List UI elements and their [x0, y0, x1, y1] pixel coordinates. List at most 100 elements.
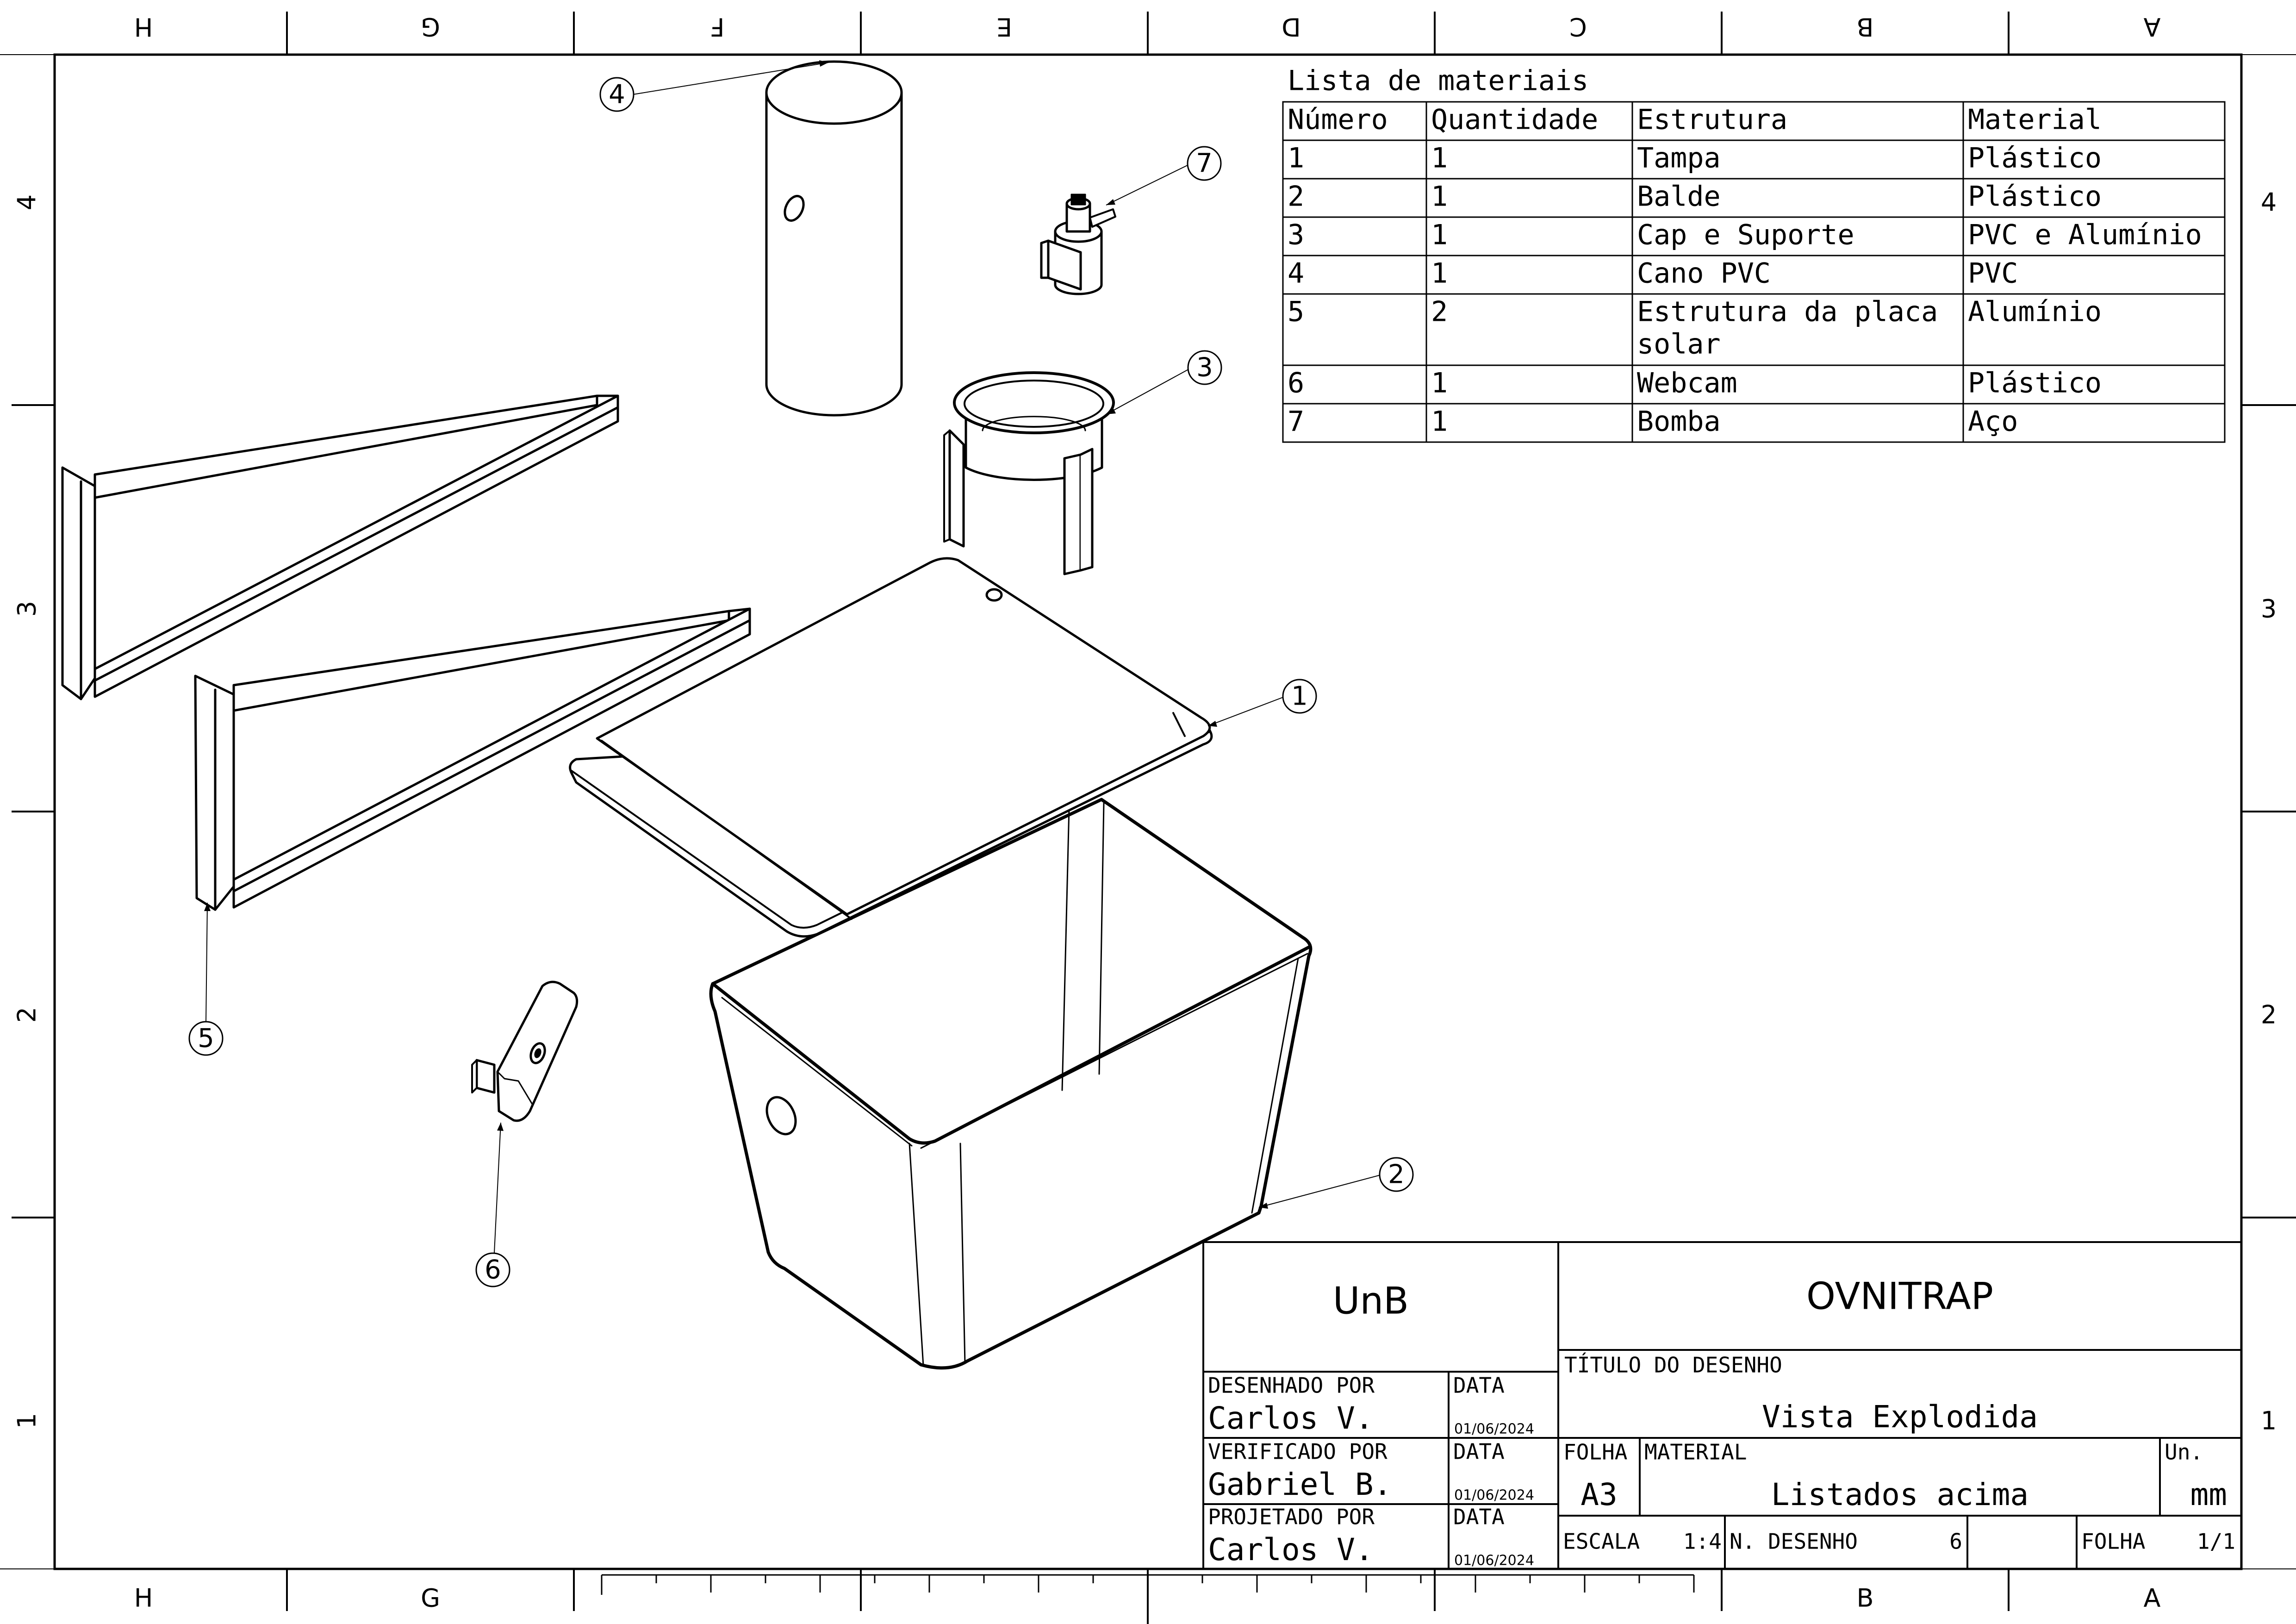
- bom-row: 3 1 Cap e Suporte PVC e Alumínio: [1288, 219, 2202, 251]
- bom-row: 1 1 Tampa Plástico: [1288, 142, 2102, 175]
- balloon-4-label: 4: [609, 80, 625, 110]
- bom-row-1-numero: 1: [1288, 142, 1304, 175]
- zone-top-G: G: [421, 12, 440, 42]
- designed-date: 01/06/2024: [1454, 1553, 1534, 1569]
- project-name: OVNITRAP: [1806, 1275, 1993, 1318]
- bom-row-3-estrutura: Cap e Suporte: [1637, 219, 1854, 251]
- bom-row-2-estrutura: Balde: [1637, 181, 1721, 213]
- scale-value: 1:4: [1683, 1529, 1722, 1554]
- bom-row-1-estrutura: Tampa: [1637, 142, 1721, 175]
- zone-top-D: D: [1282, 12, 1301, 42]
- zone-left-2: 2: [12, 1007, 42, 1023]
- zone-left-3: 3: [12, 601, 42, 617]
- bom-title: Lista de materiais: [1288, 65, 1588, 97]
- bom-row-7-material: Aço: [1968, 406, 2018, 438]
- balloon-6-label: 6: [485, 1255, 501, 1285]
- part-lid: [569, 557, 1213, 938]
- bom-row: 7 1 Bomba Aço: [1288, 406, 2018, 438]
- bom-row-4-quantidade: 1: [1431, 257, 1448, 290]
- zone-top-H: H: [134, 12, 153, 42]
- drawn-by-name: Carlos V.: [1208, 1400, 1374, 1436]
- bom-table: Lista de materiais Número Quantidade Est…: [1282, 65, 2226, 443]
- part-pvc-pipe: [765, 60, 903, 417]
- bom-row-2-quantidade: 1: [1431, 181, 1448, 213]
- sheet-size: A3: [1580, 1477, 1617, 1512]
- bom-row: 4 1 Cano PVC PVC: [1288, 257, 2018, 290]
- checked-by-label: VERIFICADO POR: [1208, 1439, 1388, 1464]
- bom-row-4-material: PVC: [1968, 257, 2018, 290]
- unit-value: mm: [2190, 1477, 2227, 1512]
- checked-date: 01/06/2024: [1454, 1487, 1534, 1504]
- zone-right-1: 1: [2261, 1406, 2277, 1436]
- bom-row-3-material: PVC e Alumínio: [1968, 219, 2202, 251]
- drawing-title: Vista Explodida: [1762, 1399, 2038, 1435]
- bom-row-7-estrutura: Bomba: [1637, 406, 1721, 438]
- balloon-6: 6: [475, 1252, 510, 1287]
- zone-top-E: E: [996, 12, 1012, 42]
- zone-left-1: 1: [12, 1413, 42, 1429]
- bom-row-7-numero: 7: [1288, 406, 1304, 438]
- zone-top-F: F: [710, 12, 724, 42]
- zone-bottom-H: H: [134, 1584, 153, 1613]
- balloon-arrowheads: [204, 60, 1268, 1209]
- balloon-5-label: 5: [198, 1024, 214, 1054]
- zone-right-2: 2: [2261, 1000, 2277, 1030]
- zone-bottom-G: G: [421, 1584, 440, 1613]
- balloon-1-label: 1: [1291, 681, 1308, 712]
- balloon-7: 7: [1187, 146, 1222, 181]
- bom-row-6-quantidade: 1: [1431, 367, 1448, 400]
- zone-labels: H G F E D C B A H G B A 4 3 2 1 4 3 2 1: [12, 12, 2277, 1613]
- material-label: MATERIAL: [1644, 1440, 1747, 1465]
- drawn-date: 01/06/2024: [1454, 1421, 1534, 1437]
- drawing-number-label: N. DESENHO: [1730, 1529, 1858, 1554]
- designed-by-name: Carlos V.: [1208, 1532, 1374, 1568]
- checked-by-name: Gabriel B.: [1208, 1467, 1392, 1502]
- zone-bottom-B: B: [1856, 1584, 1873, 1613]
- zone-top-B: B: [1856, 12, 1873, 42]
- bom-header-numero: Número: [1288, 104, 1388, 136]
- bom-row-6-material: Plástico: [1968, 367, 2102, 400]
- balloon-leaders: [205, 62, 1383, 1253]
- zone-top-C: C: [1569, 12, 1587, 42]
- bom-header-estrutura: Estrutura: [1637, 104, 1787, 136]
- bom-row-5-estrutura-line-1: Estrutura da placa: [1637, 296, 1938, 328]
- zone-right-3: 3: [2261, 594, 2277, 624]
- sheet-size-label: FOLHA: [1563, 1440, 1627, 1465]
- bom-row: 6 1 Webcam Plástico: [1288, 367, 2102, 400]
- bom-row-3-numero: 3: [1288, 219, 1304, 251]
- zone-top-A: A: [2143, 12, 2160, 42]
- bom-row-4-estrutura: Cano PVC: [1637, 257, 1771, 290]
- bom-row-3-quantidade: 1: [1431, 219, 1448, 251]
- balloon-3-label: 3: [1196, 353, 1213, 383]
- title-block: UnB OVNITRAP TÍTULO DO DESENHO Vista Exp…: [1202, 1241, 2242, 1570]
- bom-row-5-material: Alumínio: [1968, 296, 2102, 328]
- bom-row-2-numero: 2: [1288, 181, 1304, 213]
- bom-row-6-numero: 6: [1288, 367, 1304, 400]
- zone-bottom-A: A: [2144, 1584, 2161, 1613]
- designed-by-label: PROJETADO POR: [1208, 1505, 1375, 1530]
- bom-header-material: Material: [1968, 104, 2102, 136]
- bom-row-7-quantidade: 1: [1431, 406, 1448, 438]
- balloon-5: 5: [188, 1021, 224, 1056]
- bom-row-5-estrutura-line-2: solar: [1637, 328, 1721, 361]
- bom-row-1-material: Plástico: [1968, 142, 2102, 175]
- zone-right-4: 4: [2261, 188, 2277, 217]
- drawing-title-label: TÍTULO DO DESENHO: [1564, 1353, 1782, 1378]
- part-cap-and-support: [943, 371, 1115, 575]
- bom-row-1-quantidade: 1: [1431, 142, 1448, 175]
- bom-row-2-material: Plástico: [1968, 181, 2102, 213]
- balloon-7-label: 7: [1196, 149, 1213, 179]
- drawn-by-label: DESENHADO POR: [1208, 1373, 1375, 1398]
- balloon-2-label: 2: [1388, 1160, 1405, 1190]
- institution-name: UnB: [1333, 1280, 1409, 1323]
- part-webcam: [471, 981, 579, 1122]
- bom-row-5-numero: 5: [1288, 296, 1304, 328]
- page-label: FOLHA: [2081, 1529, 2145, 1554]
- bom-row: 5 2 Estrutura da placa solar Alumínio: [1288, 296, 2102, 361]
- balloon-4: 4: [599, 77, 635, 112]
- designed-date-label: DATA: [1453, 1505, 1505, 1530]
- bom-row: 2 1 Balde Plástico: [1288, 181, 2102, 213]
- drawing-number: 6: [1949, 1529, 1962, 1554]
- checked-date-label: DATA: [1453, 1439, 1505, 1464]
- material-value: Listados acima: [1771, 1477, 2028, 1512]
